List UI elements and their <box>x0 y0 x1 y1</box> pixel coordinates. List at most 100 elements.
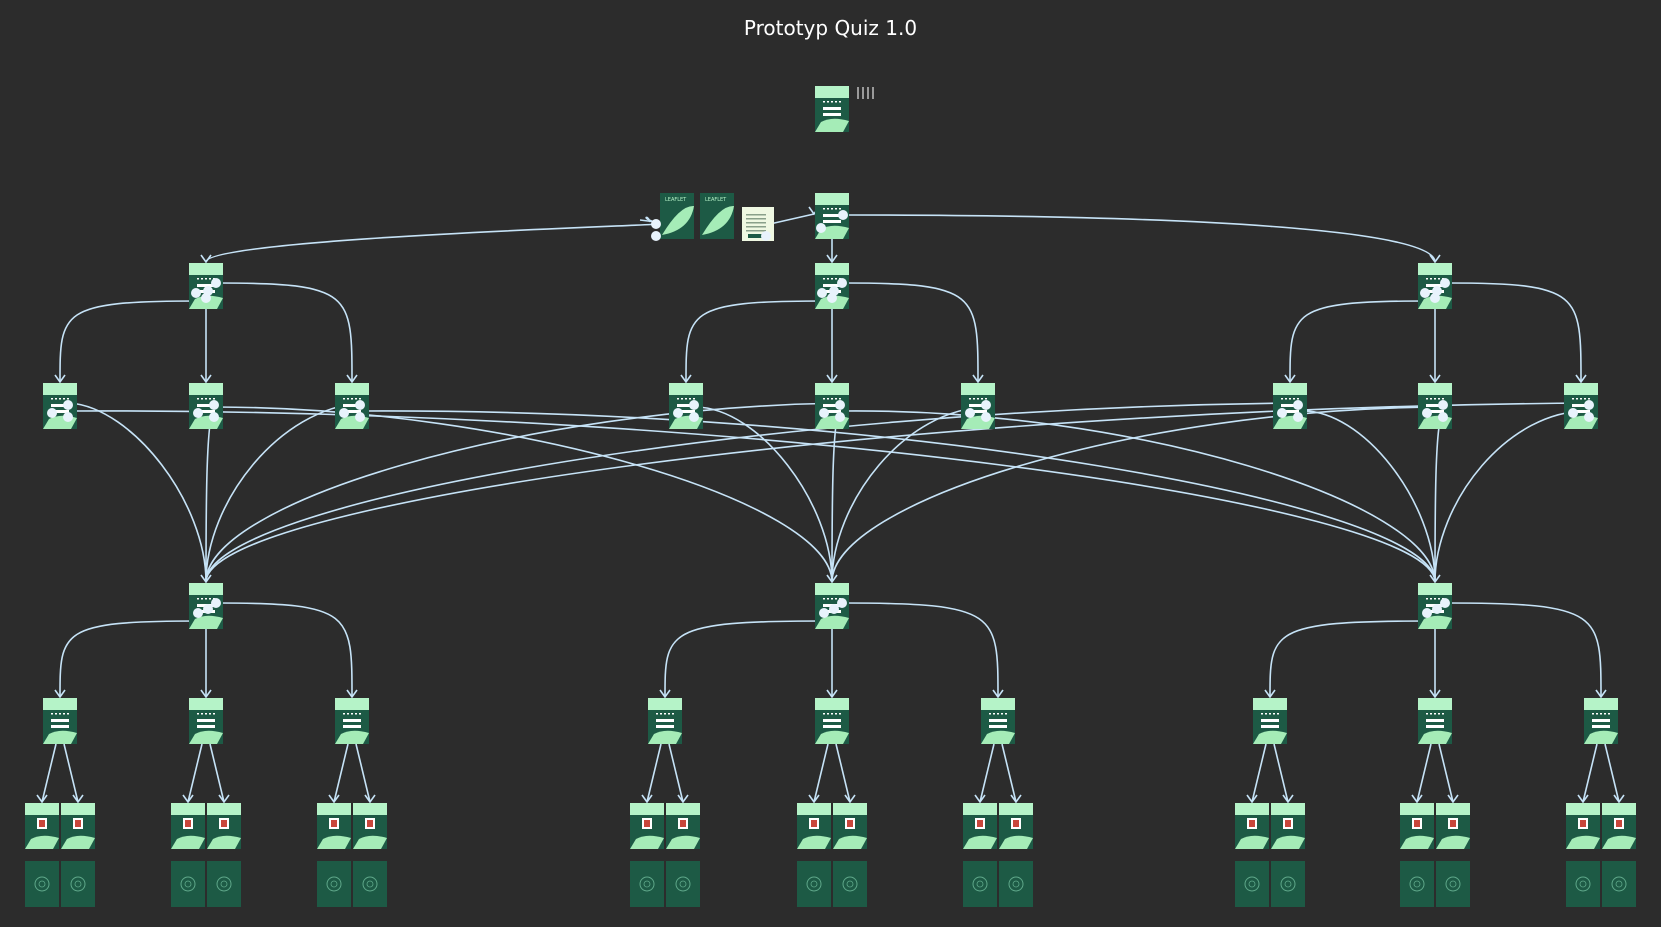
connection-handle <box>191 288 201 298</box>
frame-result-12[interactable] <box>1235 861 1269 907</box>
progress-dot <box>681 398 683 400</box>
result-ring-icon <box>842 876 858 892</box>
frame-result-7[interactable] <box>666 861 700 907</box>
frame-result-14[interactable] <box>1400 861 1434 907</box>
frame-question-2-6[interactable] <box>1273 383 1307 429</box>
frame-result-13[interactable] <box>1271 861 1305 907</box>
progress-dot <box>343 398 345 400</box>
frame-result-11[interactable] <box>999 861 1033 907</box>
frame-header <box>815 263 849 275</box>
frame-result-16[interactable] <box>1566 861 1600 907</box>
arrow-head <box>1411 794 1423 804</box>
progress-dot <box>359 713 361 715</box>
frame-result-2[interactable] <box>171 861 205 907</box>
frame-result-9[interactable] <box>833 861 867 907</box>
frame-answer-1[interactable] <box>61 803 95 849</box>
frame-question-4-8[interactable] <box>1584 698 1618 744</box>
arrow-head <box>36 794 48 804</box>
frame-answer-0[interactable] <box>25 803 59 849</box>
frame-question-4-2[interactable] <box>335 698 369 744</box>
frame-answer-6[interactable] <box>630 803 664 849</box>
answer-option <box>823 725 841 728</box>
frame-header <box>1418 383 1452 395</box>
progress-dot <box>1265 713 1267 715</box>
progress-dot <box>831 278 833 280</box>
connection-handle <box>835 412 845 422</box>
connection-handle <box>1432 286 1442 296</box>
progress-dot <box>831 101 833 103</box>
connector-l4-to-answer <box>41 743 57 803</box>
connector-l2-to-l3 <box>361 410 1436 583</box>
arrow-head <box>992 689 1004 699</box>
frame-result-1[interactable] <box>61 861 95 907</box>
connector-l4-to-answer <box>1251 743 1267 803</box>
frame-answer-10[interactable] <box>963 803 997 849</box>
progress-dot <box>823 101 825 103</box>
frame-answer-3[interactable] <box>207 803 241 849</box>
frame-result-17[interactable] <box>1602 861 1636 907</box>
progress-dot <box>1430 713 1432 715</box>
frame-result-8[interactable] <box>797 861 831 907</box>
answer-option <box>1592 725 1610 728</box>
frame-result-10[interactable] <box>963 861 997 907</box>
frame-header <box>189 383 223 395</box>
result-center-icon <box>330 880 338 888</box>
connection-handle <box>355 412 365 422</box>
frame-result-5[interactable] <box>353 861 387 907</box>
frame-answer-12[interactable] <box>1235 803 1269 849</box>
frame-answer-5[interactable] <box>353 803 387 849</box>
frame-start[interactable] <box>815 86 849 132</box>
result-ring-icon <box>1280 876 1296 892</box>
frame-result-3[interactable] <box>207 861 241 907</box>
connection-handle <box>193 408 203 418</box>
frame-result-0[interactable] <box>25 861 59 907</box>
connection-handle <box>1438 412 1448 422</box>
frame-answer-14[interactable] <box>1400 803 1434 849</box>
progress-dot <box>1438 713 1440 715</box>
frame-answer-7[interactable] <box>666 803 700 849</box>
result-ring-icon <box>326 876 342 892</box>
frame-question-4-6[interactable] <box>1253 698 1287 744</box>
card-figure <box>1249 820 1255 827</box>
frame-question-4-1[interactable] <box>189 698 223 744</box>
leaf-decoration <box>1400 835 1434 849</box>
note-lines <box>862 87 864 99</box>
connector-l2-to-l3 <box>831 406 989 583</box>
arrow-head <box>200 574 212 584</box>
frame-question-4-3[interactable] <box>648 698 682 744</box>
frame-question-4-4[interactable] <box>815 698 849 744</box>
leaf-decoration <box>648 730 682 744</box>
progress-dot <box>201 713 203 715</box>
frame-question-4-5[interactable] <box>981 698 1015 744</box>
frame-answer-15[interactable] <box>1436 803 1470 849</box>
frame-answer-16[interactable] <box>1566 803 1600 849</box>
frame-header <box>25 803 59 815</box>
progress-dot <box>355 398 357 400</box>
frame-result-4[interactable] <box>317 861 351 907</box>
frame-answer-11[interactable] <box>999 803 1033 849</box>
answer-option <box>1426 284 1444 287</box>
frame-answer-8[interactable] <box>797 803 831 849</box>
frame-answer-13[interactable] <box>1271 803 1305 849</box>
frame-body <box>1566 861 1600 907</box>
frame-result-15[interactable] <box>1436 861 1470 907</box>
frame-question-2-5[interactable] <box>961 383 995 429</box>
frame-question-4-0[interactable] <box>43 698 77 744</box>
frame-body <box>171 861 205 907</box>
frame-answer-2[interactable] <box>171 803 205 849</box>
answer-option <box>343 410 361 413</box>
frame-question-2-4[interactable] <box>815 383 849 429</box>
frame-question-4-7[interactable] <box>1418 698 1452 744</box>
frame-answer-17[interactable] <box>1602 803 1636 849</box>
leaf-decoration <box>815 118 849 132</box>
progress-dot <box>827 398 829 400</box>
frame-question-2-2[interactable] <box>335 383 369 429</box>
frame-header <box>171 803 205 815</box>
frame-result-6[interactable] <box>630 861 664 907</box>
frame-answer-4[interactable] <box>317 803 351 849</box>
frame-answer-9[interactable] <box>833 803 867 849</box>
progress-dot <box>827 598 829 600</box>
start-button <box>748 234 766 238</box>
frame-body <box>833 861 867 907</box>
